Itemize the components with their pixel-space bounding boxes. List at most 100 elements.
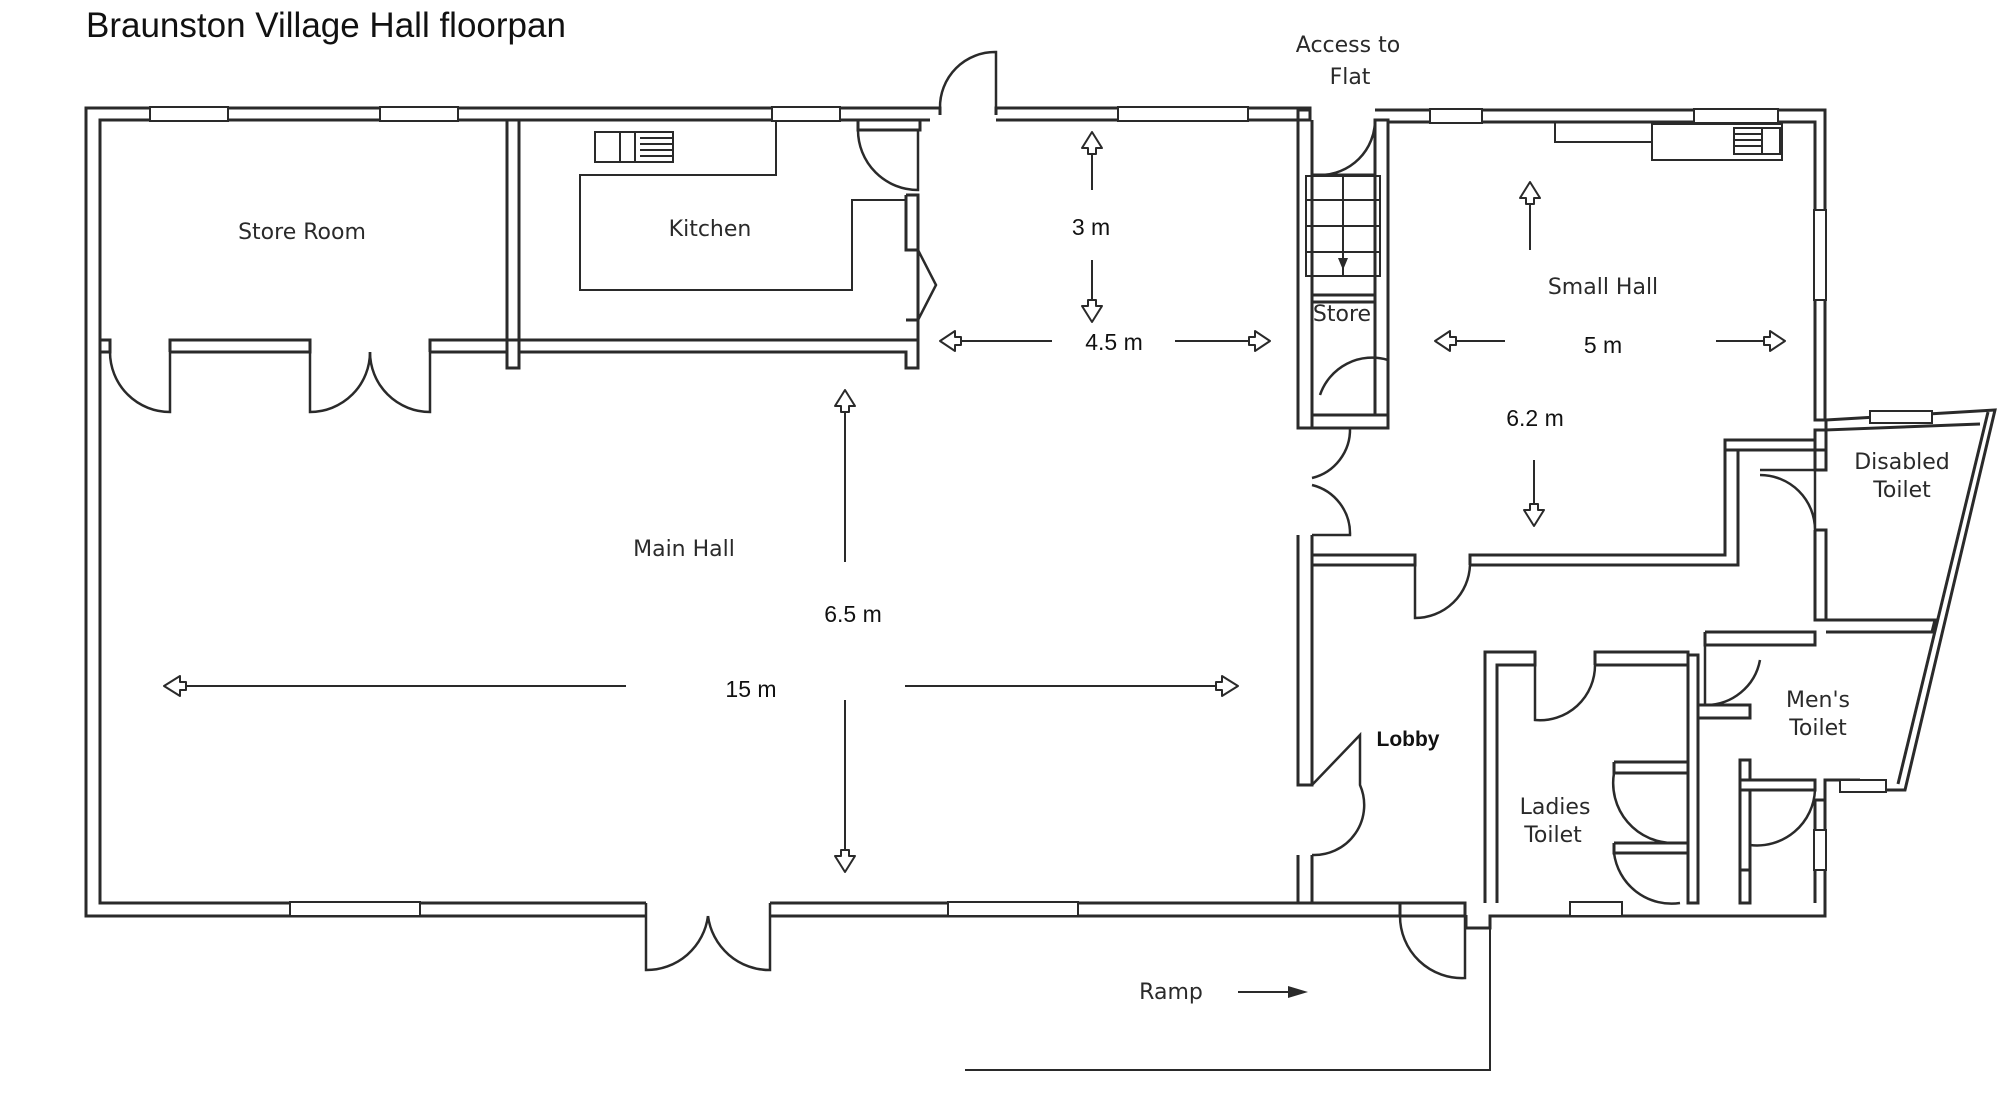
dim-main-depth: 6.5 m bbox=[824, 601, 882, 627]
window bbox=[1839, 779, 1887, 793]
wall-main-hall-right-lower bbox=[1296, 535, 1314, 787]
label-store: Store bbox=[1313, 302, 1371, 327]
door-external-top bbox=[938, 50, 998, 109]
arrow-left-icon bbox=[1434, 330, 1457, 352]
inner-wall-slanted bbox=[1896, 411, 1990, 785]
dimension-arrows bbox=[163, 131, 1786, 998]
label-ladies-line2: Toilet bbox=[1523, 823, 1582, 848]
door-lobby-external bbox=[1398, 915, 1467, 980]
wall-main-hall-right-bottom bbox=[1296, 855, 1314, 905]
dim-main-width: 15 m bbox=[725, 676, 776, 702]
door-store bbox=[1318, 356, 1390, 415]
wall-ladies-outer bbox=[1483, 650, 1537, 903]
wall-small-hall-bottom-right bbox=[1468, 428, 1828, 567]
page-title: Braunston Village Hall floorpan bbox=[86, 6, 566, 45]
wall-ladies-top bbox=[1593, 650, 1690, 667]
door-kitchen bbox=[856, 129, 920, 192]
window bbox=[1693, 108, 1779, 124]
outer-wall-top-left bbox=[84, 106, 942, 918]
arrow-left-icon bbox=[163, 675, 187, 697]
wall-kitchen-east bbox=[906, 193, 920, 340]
label-mens-line1: Men's bbox=[1786, 688, 1850, 713]
window bbox=[149, 106, 229, 122]
wall-store-room-bottom-right bbox=[428, 338, 920, 370]
wall-store-room-bottom-mid bbox=[168, 338, 312, 354]
ramp-arrow-icon bbox=[1288, 986, 1308, 998]
door-flat-access bbox=[1319, 119, 1377, 177]
label-access-line2: Flat bbox=[1330, 65, 1371, 90]
door-main-external-right bbox=[706, 903, 772, 972]
label-ladies-line1: Ladies bbox=[1520, 795, 1591, 820]
door-mens-cubicle bbox=[1749, 789, 1817, 847]
doors bbox=[108, 50, 1817, 980]
wall-mens-cubicle bbox=[1738, 758, 1752, 780]
wall-mens-top bbox=[1703, 630, 1817, 647]
label-kitchen: Kitchen bbox=[669, 217, 752, 242]
label-small-hall: Small Hall bbox=[1548, 275, 1658, 300]
label-ramp: Ramp bbox=[1139, 980, 1203, 1005]
window bbox=[1869, 410, 1933, 424]
window bbox=[1813, 829, 1827, 871]
wall-kitchen-top-right bbox=[856, 118, 922, 132]
wall-kitchen-east-upper bbox=[904, 195, 918, 252]
door-store-mid-left bbox=[308, 351, 372, 414]
arrow-down-icon bbox=[1523, 503, 1545, 527]
ramp-line bbox=[965, 927, 1491, 1071]
arrow-down-icon bbox=[1081, 299, 1103, 323]
wall-stair-block bbox=[1312, 118, 1390, 417]
door-store-mid-right bbox=[368, 351, 432, 414]
label-lobby: Lobby bbox=[1377, 728, 1440, 751]
door-small-hall-lobby bbox=[1413, 564, 1472, 620]
door-ladies-cubicle-upper bbox=[1611, 772, 1675, 845]
wall-store-kitchen bbox=[505, 120, 521, 370]
door-ladies-cubicle-lower bbox=[1612, 852, 1681, 905]
wall-ladies-right bbox=[1686, 665, 1700, 905]
door-disabled-toilet bbox=[1759, 468, 1817, 531]
dimension-labels: 3 m 4.5 m 6.5 m 15 m 5 m 6.2 m bbox=[725, 214, 1622, 702]
label-store-room: Store Room bbox=[238, 220, 366, 245]
wall-disabled-toilet-left bbox=[1813, 440, 1828, 472]
wall-mens-inner bbox=[1738, 778, 1817, 792]
kitchen-counter bbox=[579, 120, 906, 291]
wall-disabled-toilet-left-lower bbox=[1813, 528, 1828, 622]
wall-mens-left bbox=[1688, 653, 1752, 720]
windows bbox=[149, 106, 1933, 917]
window bbox=[1117, 106, 1249, 122]
stairs bbox=[1305, 175, 1381, 277]
wall-store-room-bottom bbox=[100, 338, 112, 354]
inner-wall-top-left bbox=[98, 118, 930, 905]
wall-ladies-cubicle-top bbox=[1612, 760, 1690, 775]
wall-mens-cubicle-low bbox=[1738, 790, 1752, 872]
wall-store-box bbox=[1312, 293, 1377, 304]
door-store-left bbox=[108, 351, 172, 414]
arrow-up-icon bbox=[1081, 131, 1103, 155]
label-disabled-line2: Toilet bbox=[1872, 478, 1931, 503]
label-mens-line2: Toilet bbox=[1788, 716, 1847, 741]
room-labels: Store Room Kitchen Main Hall Small Hall … bbox=[238, 33, 1950, 1005]
door-mens-toilet bbox=[1703, 645, 1762, 707]
arrow-up-icon bbox=[834, 389, 856, 413]
arrow-down-icon bbox=[834, 849, 856, 873]
outer-wall-lobby-bottom bbox=[1400, 901, 1467, 918]
arrow-right-icon bbox=[1248, 330, 1271, 352]
window bbox=[771, 106, 841, 122]
window bbox=[379, 106, 459, 122]
dim-entry-width: 4.5 m bbox=[1085, 329, 1143, 355]
wall-ladies-cubicle-mid bbox=[1612, 841, 1690, 855]
label-disabled-line1: Disabled bbox=[1854, 450, 1950, 475]
outer-wall-small-hall bbox=[1375, 108, 1827, 422]
dim-small-depth: 6.2 m bbox=[1506, 405, 1564, 431]
arrow-up-icon bbox=[1519, 181, 1541, 205]
door-lobby-main-hall bbox=[1311, 731, 1366, 857]
window bbox=[947, 901, 1079, 917]
exterior-walls bbox=[84, 106, 1997, 1071]
outer-wall-bottom bbox=[770, 901, 1402, 918]
window bbox=[1813, 209, 1827, 301]
door-main-external-left bbox=[644, 903, 710, 972]
arrow-right-icon bbox=[1763, 330, 1786, 352]
window bbox=[289, 901, 421, 917]
label-main-hall: Main Hall bbox=[633, 537, 735, 562]
dim-small-width: 5 m bbox=[1584, 332, 1622, 358]
arrow-left-icon bbox=[939, 330, 962, 352]
